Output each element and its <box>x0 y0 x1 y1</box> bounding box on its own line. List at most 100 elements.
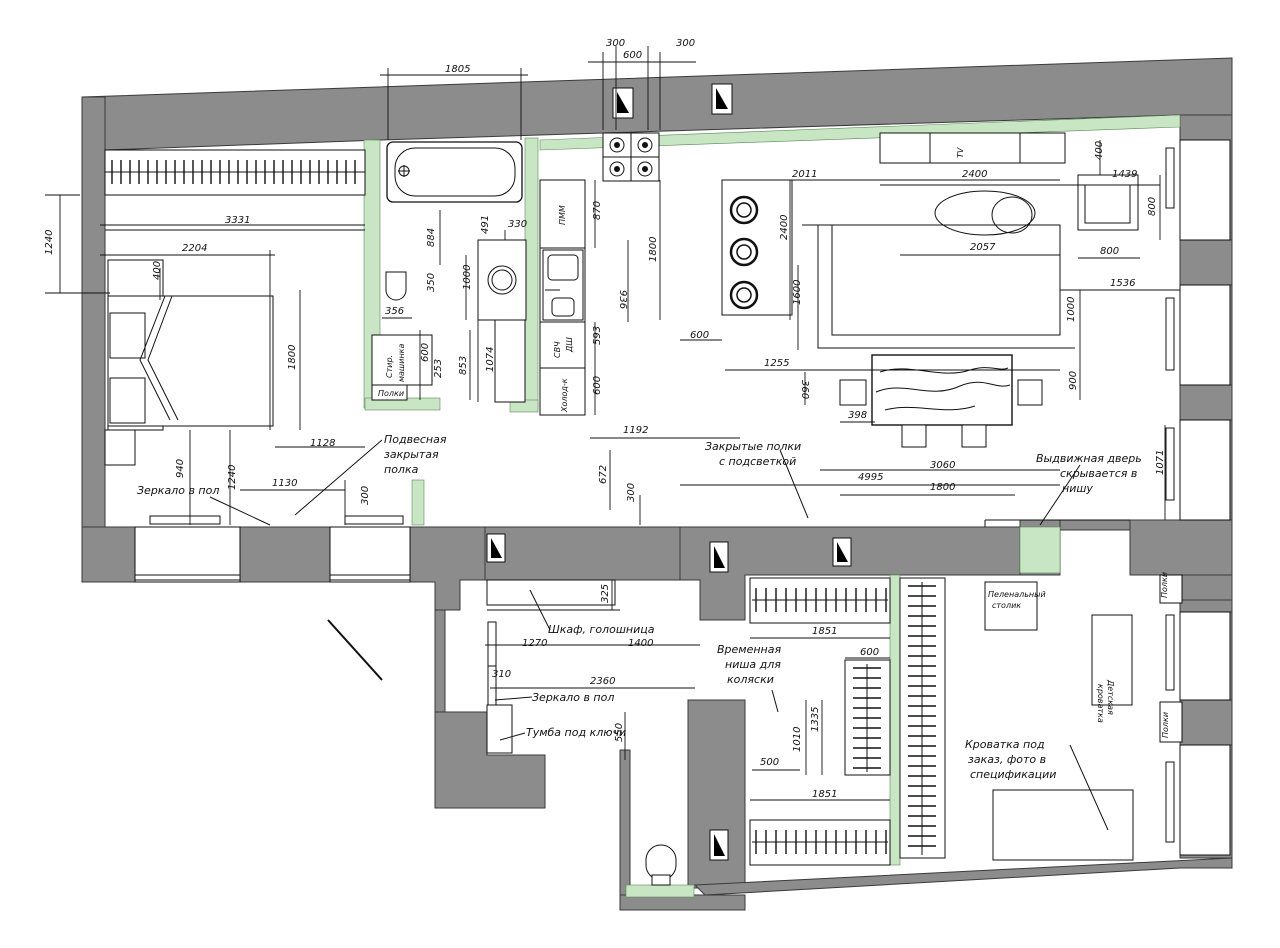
dim-1192: 1192 <box>623 425 648 436</box>
kitchen <box>539 132 1139 448</box>
dim-1536: 1536 <box>1110 278 1135 289</box>
note-keys-cabinet: Тумба под ключи <box>526 726 626 739</box>
bathroom <box>371 141 527 403</box>
dim-491: 491 <box>480 215 491 234</box>
dim-600-a: 600 <box>623 50 642 61</box>
dim-360: 360 <box>799 380 810 399</box>
dim-300-b: 300 <box>676 38 695 49</box>
dim-1071: 1071 <box>1155 450 1166 475</box>
note-crib-2: заказ, фото в <box>968 753 1046 766</box>
dim-1000-b: 1000 <box>1066 297 1077 322</box>
dim-1805: 1805 <box>445 64 470 75</box>
dim-1800-a: 1800 <box>287 345 298 370</box>
label-shelves-1: Полки <box>378 389 404 398</box>
dim-2360: 2360 <box>590 676 615 687</box>
dim-330: 330 <box>508 219 527 230</box>
note-closed-shelves-2: с подсветкой <box>719 455 796 468</box>
dim-1128: 1128 <box>310 438 335 449</box>
dim-2400-b: 2400 <box>962 169 987 180</box>
note-hanging-shelf-3: полка <box>384 463 419 476</box>
label-cot-2: кроватка <box>1096 684 1105 723</box>
note-mirror-bedroom: Зеркало в пол <box>137 484 219 497</box>
dim-600-b: 600 <box>420 343 431 362</box>
dim-1851-a: 1851 <box>812 626 837 637</box>
label-shelves-3: Полки <box>1161 712 1170 738</box>
dim-356: 356 <box>385 306 404 317</box>
dim-325: 325 <box>600 584 611 603</box>
green-partitions <box>363 114 1181 898</box>
note-crib-1: Кроватка под <box>965 738 1045 751</box>
dim-1800-c: 1800 <box>930 482 955 493</box>
dim-1074: 1074 <box>485 347 496 372</box>
dim-500: 500 <box>760 757 779 768</box>
hall <box>486 579 677 886</box>
dim-400-a: 400 <box>152 261 163 280</box>
label-svch: СВЧ <box>553 341 562 358</box>
label-cot-1: Детская <box>1106 679 1115 715</box>
dim-4995: 4995 <box>858 472 883 483</box>
dim-1010: 1010 <box>792 727 803 752</box>
vent-shafts <box>486 83 852 861</box>
dim-2057: 2057 <box>970 242 996 253</box>
dim-400-b: 400 <box>1094 141 1105 160</box>
dim-1240-b: 1240 <box>227 465 238 490</box>
dimension-text: 1805 300 600 300 1240 3331 2204 400 1800… <box>44 38 1166 800</box>
dim-870: 870 <box>592 201 603 220</box>
dim-253: 253 <box>433 359 444 378</box>
dim-940: 940 <box>175 459 186 478</box>
annotations: Подвесная закрытая полка Зеркало в пол З… <box>137 433 1142 781</box>
label-changing-2: столик <box>992 601 1021 610</box>
note-hanging-shelf-1: Подвесная <box>384 433 447 446</box>
dim-1270: 1270 <box>522 638 547 649</box>
dim-1240-a: 1240 <box>44 230 55 255</box>
note-mirror-hall: Зеркало в пол <box>532 691 614 704</box>
dim-1400: 1400 <box>628 638 653 649</box>
dim-3331: 3331 <box>225 215 250 226</box>
dim-310: 310 <box>492 669 511 680</box>
dim-600-c: 600 <box>592 376 603 395</box>
bedroom <box>104 149 366 466</box>
note-closed-shelves-1: Закрытые полки <box>705 440 801 453</box>
dim-853: 853 <box>458 356 469 375</box>
dim-884: 884 <box>426 228 437 247</box>
note-sliding-door-3: нишу <box>1062 482 1093 495</box>
dim-936: 936 <box>617 290 628 309</box>
note-stroller-niche-3: коляски <box>727 673 774 686</box>
dim-300-c: 300 <box>360 486 371 505</box>
dim-672: 672 <box>598 465 609 484</box>
note-sliding-door-2: скрывается в <box>1060 467 1137 480</box>
dim-800-a: 800 <box>1147 197 1158 216</box>
leader-arrows <box>209 439 1109 831</box>
dim-800-b: 800 <box>1100 246 1119 257</box>
note-stroller-niche-2: ниша для <box>725 658 781 671</box>
dim-1439: 1439 <box>1112 169 1137 180</box>
dim-300-d: 300 <box>626 483 637 502</box>
label-washer-1: Стир. <box>385 355 394 378</box>
dim-3060: 3060 <box>930 460 955 471</box>
nursery <box>749 519 1183 866</box>
dim-2011: 2011 <box>792 169 817 180</box>
dim-1130: 1130 <box>272 478 297 489</box>
note-hanging-shelf-2: закрытая <box>384 448 439 461</box>
dim-1335: 1335 <box>810 707 821 732</box>
label-fridge: Холод-к <box>560 378 569 413</box>
dim-2400-a: 2400 <box>779 215 790 240</box>
dim-300-a: 300 <box>606 38 625 49</box>
dim-1255: 1255 <box>764 358 789 369</box>
wardrobe-hatch <box>108 160 362 184</box>
label-pmm: ПММ <box>558 205 567 225</box>
dim-398: 398 <box>848 410 867 421</box>
note-sliding-door-1: Выдвижная дверь <box>1036 452 1142 465</box>
dim-1851-b: 1851 <box>812 789 837 800</box>
dim-2204: 2204 <box>182 243 207 254</box>
dimension-lines <box>45 46 1180 801</box>
note-stroller-niche-1: Временная <box>717 643 781 656</box>
dim-600-e: 600 <box>860 647 879 658</box>
dim-593: 593 <box>592 326 603 345</box>
dim-600-d: 600 <box>690 330 709 341</box>
label-tv: TV <box>956 147 965 158</box>
label-dsh: ДШ <box>565 337 574 353</box>
dim-1600: 1600 <box>792 280 803 305</box>
label-shelves-2: Полки <box>1160 572 1169 598</box>
